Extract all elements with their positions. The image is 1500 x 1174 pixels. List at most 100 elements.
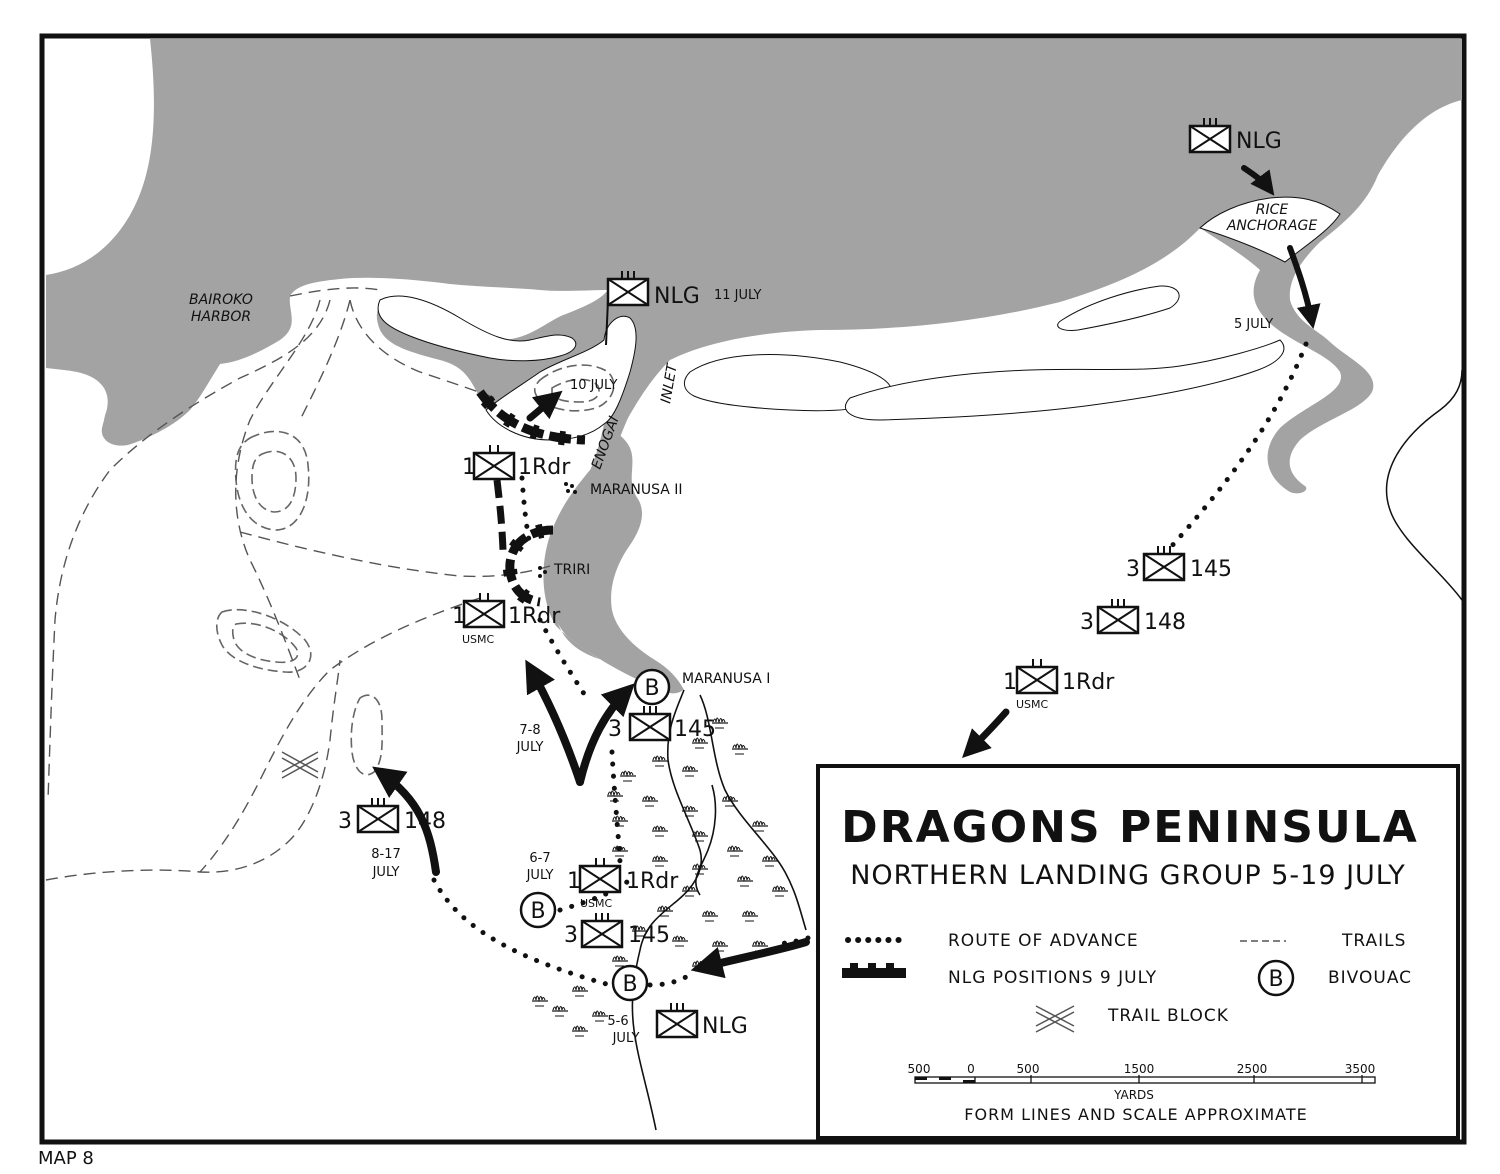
scale-tick: 0 (967, 1062, 975, 1076)
trail-block-symbol (281, 751, 319, 779)
svg-text:3: 3 (1126, 557, 1140, 582)
scale-tick: 2500 (1237, 1062, 1268, 1076)
coastline-right-channel (1385, 369, 1463, 601)
svg-text:B: B (1268, 967, 1283, 992)
unit-1-1rdr-usmc-south: 1 1Rdr USMC (567, 856, 679, 910)
unit-3-145-south: 3 145 (564, 911, 670, 949)
svg-text:NLG: NLG (702, 1014, 748, 1039)
date-5-july: 5 JULY (1234, 317, 1273, 332)
unit-1-1rdr-usmc-triri: 1 1Rdr USMC (452, 591, 561, 646)
place-anchorage: ANCHORAGE (1226, 218, 1318, 234)
unit-nlg-northeast: NLG (1188, 116, 1282, 154)
svg-text:3: 3 (564, 923, 578, 948)
scale-tick: 1500 (1124, 1062, 1155, 1076)
legend-nlg-positions: NLG POSITIONS 9 JULY (842, 963, 1157, 988)
svg-text:B: B (622, 972, 637, 997)
date-5-6-july: JULY (612, 1031, 640, 1046)
unit-3-145-maranusa: 3 145 (608, 704, 716, 742)
water-kula-gulf (46, 39, 1462, 694)
date-5-6: 5-6 (607, 1014, 628, 1029)
rivers (631, 689, 807, 1131)
land-spit-east-2 (844, 339, 1285, 421)
svg-text:148: 148 (1144, 610, 1186, 635)
unit-label: NLG (654, 284, 700, 309)
svg-text:148: 148 (404, 809, 446, 834)
routes-of-advance (431, 341, 1309, 988)
unit-nlg-south: NLG (655, 1001, 748, 1039)
svg-text:TRAILS: TRAILS (1341, 931, 1406, 951)
unit-nlg-11-july: NLG 11 JULY (605, 269, 762, 346)
place-bairoko: BAIROKO (189, 292, 253, 308)
place-inlet: INLET (658, 361, 681, 404)
svg-text:145: 145 (628, 923, 670, 948)
svg-text:1: 1 (1003, 670, 1017, 695)
svg-text:1Rdr: 1Rdr (1062, 670, 1115, 695)
unit-3-148-east: 3 148 (1080, 597, 1186, 635)
svg-text:USMC: USMC (462, 633, 495, 646)
unit-label: NLG (1236, 129, 1282, 154)
scale-bar: 500 0 500 1500 2500 3500 YARDS FORM LINE… (908, 1062, 1376, 1124)
date-6-7-july: JULY (526, 868, 554, 883)
svg-text:3: 3 (1080, 610, 1094, 635)
svg-text:B: B (644, 676, 659, 701)
bivouac-south: B (611, 964, 649, 1002)
scale-tick: 500 (1017, 1062, 1040, 1076)
water-bairoko-harbor (104, 264, 290, 439)
svg-text:1Rdr: 1Rdr (626, 869, 679, 894)
svg-text:USMC: USMC (1016, 698, 1049, 711)
legend-box: DRAGONS PENINSULA NORTHERN LANDING GROUP… (816, 764, 1460, 1140)
date-label: 11 JULY (714, 288, 762, 303)
trails (45, 287, 551, 881)
svg-text:BIVOUAC: BIVOUAC (1328, 968, 1412, 988)
date-7-8-july: JULY (516, 740, 544, 755)
unit-1-1rdr-usmc-east: 1 1Rdr USMC (1003, 657, 1115, 711)
svg-text:1: 1 (567, 869, 581, 894)
svg-text:1Rdr: 1Rdr (518, 455, 571, 480)
nlg-positions-9-july (474, 387, 586, 609)
bivouac-maranusa: B (633, 668, 671, 706)
land-spit-east-3 (1057, 285, 1180, 331)
date-6-7: 6-7 (529, 851, 550, 866)
date-8-17-july: JULY (372, 865, 400, 880)
unit-3-148-west: 3 148 (338, 796, 446, 834)
map-subtitle: NORTHERN LANDING GROUP 5-19 JULY (850, 860, 1406, 891)
land-spit-north (1199, 196, 1341, 263)
place-maranusa-ii: MARANUSA II (590, 482, 683, 498)
date-10-july: 10 JULY (570, 378, 618, 393)
place-maranusa-i: MARANUSA I (682, 671, 770, 687)
svg-text:NLG POSITIONS 9 JULY: NLG POSITIONS 9 JULY (948, 968, 1157, 988)
svg-text:145: 145 (674, 717, 716, 742)
svg-text:3: 3 (338, 809, 352, 834)
legend-trails: TRAILS (1240, 931, 1406, 951)
scale-note: FORM LINES AND SCALE APPROXIMATE (964, 1105, 1307, 1124)
village-dots (538, 482, 577, 578)
legend-route: ROUTE OF ADVANCE (845, 931, 1139, 951)
water-enogai-inlet (547, 424, 684, 691)
svg-text:B: B (530, 899, 545, 924)
unit-3-145-east: 3 145 (1126, 544, 1232, 582)
svg-text:ROUTE OF ADVANCE: ROUTE OF ADVANCE (948, 931, 1139, 951)
legend-bivouac: B BIVOUAC (1257, 959, 1412, 997)
advance-arrows (372, 165, 1321, 979)
svg-text:USMC: USMC (580, 897, 613, 910)
date-8-17: 8-17 (371, 847, 401, 862)
scale-tick: 3500 (1345, 1062, 1376, 1076)
scale-tick: 500 (908, 1062, 931, 1076)
place-harbor: HARBOR (191, 309, 251, 325)
place-triri: TRIRI (553, 562, 590, 578)
svg-text:3: 3 (608, 717, 622, 742)
map-title: DRAGONS PENINSULA (841, 802, 1419, 853)
legend-trail-block: TRAIL BLOCK (1035, 1005, 1229, 1033)
land-spit-west (377, 295, 577, 362)
svg-text:145: 145 (1190, 557, 1232, 582)
unit-1-1rdr-north: 1 1Rdr (462, 443, 571, 481)
svg-text:TRAIL BLOCK: TRAIL BLOCK (1107, 1006, 1229, 1026)
svg-text:1: 1 (452, 604, 466, 629)
place-rice: RICE (1256, 202, 1289, 218)
svg-text:1Rdr: 1Rdr (508, 604, 561, 629)
scale-unit: YARDS (1113, 1088, 1154, 1102)
map-number-label: MAP 8 (38, 1148, 94, 1169)
bivouac-west: B (519, 891, 557, 929)
svg-text:1: 1 (462, 455, 476, 480)
